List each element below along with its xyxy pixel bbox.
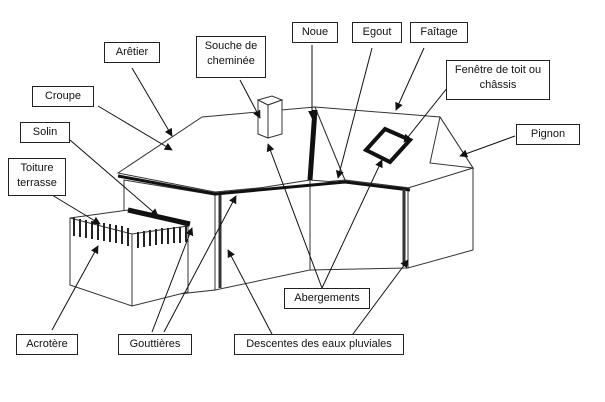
- label-croupe: Croupe: [32, 86, 94, 107]
- label-pignon: Pignon: [516, 124, 580, 145]
- label-abergements: Abergements: [284, 288, 370, 309]
- terrace-box: [69, 209, 189, 307]
- label-fenetre: Fenêtre de toit ou châssis: [446, 60, 550, 100]
- label-gouttieres: Gouttières: [118, 334, 192, 355]
- wall-right: [309, 179, 409, 271]
- label-toiture: Toiture terrasse: [8, 158, 66, 196]
- gutter: [117, 174, 411, 196]
- solin-strip: [127, 207, 191, 227]
- label-egout: Egout: [352, 22, 402, 43]
- label-acrotere: Acrotère: [16, 334, 78, 355]
- acrotere-hatching: [73, 218, 187, 248]
- label-souche: Souche de cheminée: [196, 36, 266, 78]
- label-noue: Noue: [292, 22, 338, 43]
- valley: [307, 109, 318, 181]
- label-solin: Solin: [20, 122, 70, 143]
- wall-gable: [407, 167, 474, 269]
- label-descentes: Descentes des eaux pluviales: [234, 334, 404, 355]
- label-faitage: Faîtage: [410, 22, 468, 43]
- leader-arrows: [51, 45, 516, 339]
- label-arretier: Arêtier: [104, 42, 160, 63]
- chimney: [256, 95, 284, 139]
- building: [69, 106, 474, 307]
- wall-middle: [214, 179, 311, 291]
